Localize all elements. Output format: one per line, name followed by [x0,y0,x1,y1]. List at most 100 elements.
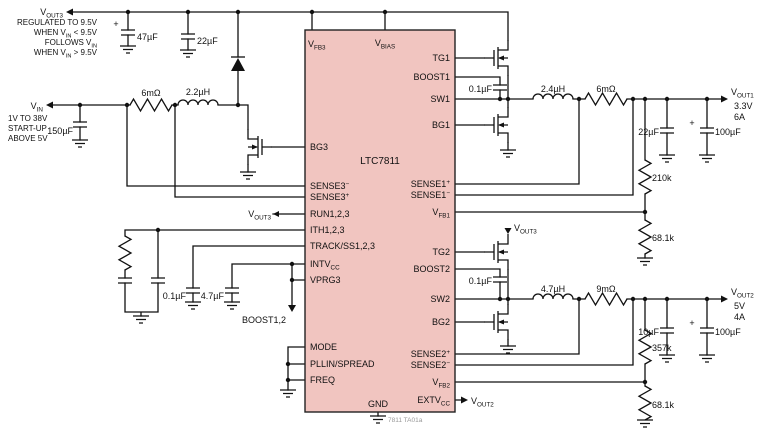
value-resistor-fb2-bottom: 68.1k [652,400,675,410]
pin-vprg3: VPRG3 [310,275,341,285]
cap-boost1-symbol [492,84,508,91]
ground-icon [499,149,517,158]
plus-sign-100uf-ch2: + [689,318,694,328]
pin-sense2-minus: SENSE2− [411,360,451,370]
ground-icon [239,171,257,180]
vout1-voltage: 3.3V [734,101,753,111]
pin-freq: FREQ [310,375,335,385]
pin-vfb1: VFB1 [432,207,450,220]
ground-icon [658,154,676,163]
pin-sense3-minus: SENSE3− [310,181,350,191]
pin-tg1: TG1 [432,53,450,63]
mosfet-boost-bg3 [247,128,273,166]
value-cap-boost1: 0.1µF [469,84,493,94]
ground-icon [179,49,197,58]
resistor-fb2-bottom-symbol [638,385,652,421]
pin-sense1-plus: SENSE1+ [411,179,451,189]
value-cap-intvcc: 4.7µF [201,291,225,301]
pin-ith: ITH1,2,3 [310,225,345,235]
pin-bg2: BG2 [432,317,450,327]
value-cap-22uf-in: 22µF [197,36,218,46]
wire-vout3-rail [71,11,509,58]
ground-icon [119,45,137,54]
wire-boost-diode-fet [237,70,306,173]
arrow-boost12-down-icon [288,305,296,312]
cap-out1a-symbol [659,127,675,134]
value-cap-boost2: 0.1µF [469,276,493,286]
note-vin-line1: 1V TO 38V [8,114,48,123]
pin-vbias: VBIAS [375,38,395,51]
net-label-tg2-vout3: VOUT3 [514,223,537,236]
pin-extvcc: EXTVCC [417,395,450,408]
inductor-boost-symbol [177,99,219,106]
ground-icon [184,301,202,310]
wire-channel2 [454,251,727,401]
wire-input-caps [79,34,189,141]
value-resistor-fb1-bottom: 68.1k [652,233,675,243]
value-cap-150uf: 150µF [47,126,73,136]
value-cap-out2a: 10µF [638,327,659,337]
value-resistor-sense3: 6mΩ [141,88,161,98]
pin-sw1: SW1 [430,94,450,104]
cap-out2b-symbol [699,327,715,334]
ground-icon [132,315,150,324]
cap-softstart-symbol [185,287,201,294]
note-vin-line3: ABOVE 5V [8,134,48,143]
pin-boost2: BOOST2 [413,264,450,274]
net-label-extvcc-vout2: VOUT2 [471,396,494,409]
ic-ltc7811: LTC7811 VFB3 VBIAS BG3 SENSE3− SENSE3+ R… [304,29,456,413]
cap-150uf-symbol [72,121,88,128]
inductor-ch2-symbol [532,293,574,300]
ground-icon [636,419,654,428]
junction-dots [77,9,710,385]
plus-sign-47uf: + [113,19,118,29]
ic-name: LTC7811 [360,156,400,167]
wire-intvcc-vprg3 [231,263,306,307]
mosfet-ch1-top [483,39,509,77]
net-label-vin: VIN [31,101,44,114]
arrow-vout3-tg2-down-icon [504,228,512,234]
pin-intvcc: INTVCC [310,259,340,272]
ic-body [304,29,456,413]
value-cap-out2b: 100µF [715,327,741,337]
value-cap-out1a: 22µF [638,127,659,137]
wire-vin-rail [50,104,249,130]
wire-channel1 [454,57,727,259]
value-inductor-ch2: 4.7µH [541,284,565,294]
vout2-voltage: 5V [734,301,745,311]
value-cap-47uf: 47µF [137,32,158,42]
ground-icon [279,389,297,398]
vout1-current: 6A [734,112,745,122]
pin-pllin-spread: PLLIN/SPREAD [310,359,375,369]
wire-track-ss [192,245,306,303]
pin-sense3-plus: SENSE3+ [310,192,350,202]
value-inductor-ch1: 2.4µH [541,84,565,94]
pin-vfb3: VFB3 [308,39,326,52]
pin-boost1: BOOST1 [413,72,450,82]
note-vin-line2: START-UP [8,124,47,133]
cap-out1b-symbol [699,127,715,134]
vout2-current: 4A [734,312,745,322]
resistor-sense3-symbol [129,98,173,112]
arrow-vout3-left-icon [66,8,73,16]
value-cap-softstart: 0.1µF [163,291,187,301]
pin-sw2: SW2 [430,294,450,304]
net-label-run-vout3: VOUT3 [248,209,271,222]
arrow-run-vout3-icon [273,211,279,217]
ground-icon [369,415,387,424]
cap-intvcc-symbol [224,287,240,294]
pin-run: RUN1,2,3 [310,209,350,219]
cap-ith-parallel-symbol [150,277,166,284]
arrow-vin-left-icon [46,101,53,109]
cap-boost2-symbol [492,276,508,283]
pin-tg2: TG2 [432,247,450,257]
ground-icon [698,154,716,163]
cap-ith-series-symbol [117,277,133,284]
resistor-fb1-bottom-symbol [638,219,652,255]
arrow-vout1-right-icon [721,95,728,103]
cap-47uf-symbol [120,29,136,36]
diode-boost-symbol [231,56,245,71]
resistor-ith-symbol [118,235,132,271]
inductor-ch1-symbol [532,93,574,100]
